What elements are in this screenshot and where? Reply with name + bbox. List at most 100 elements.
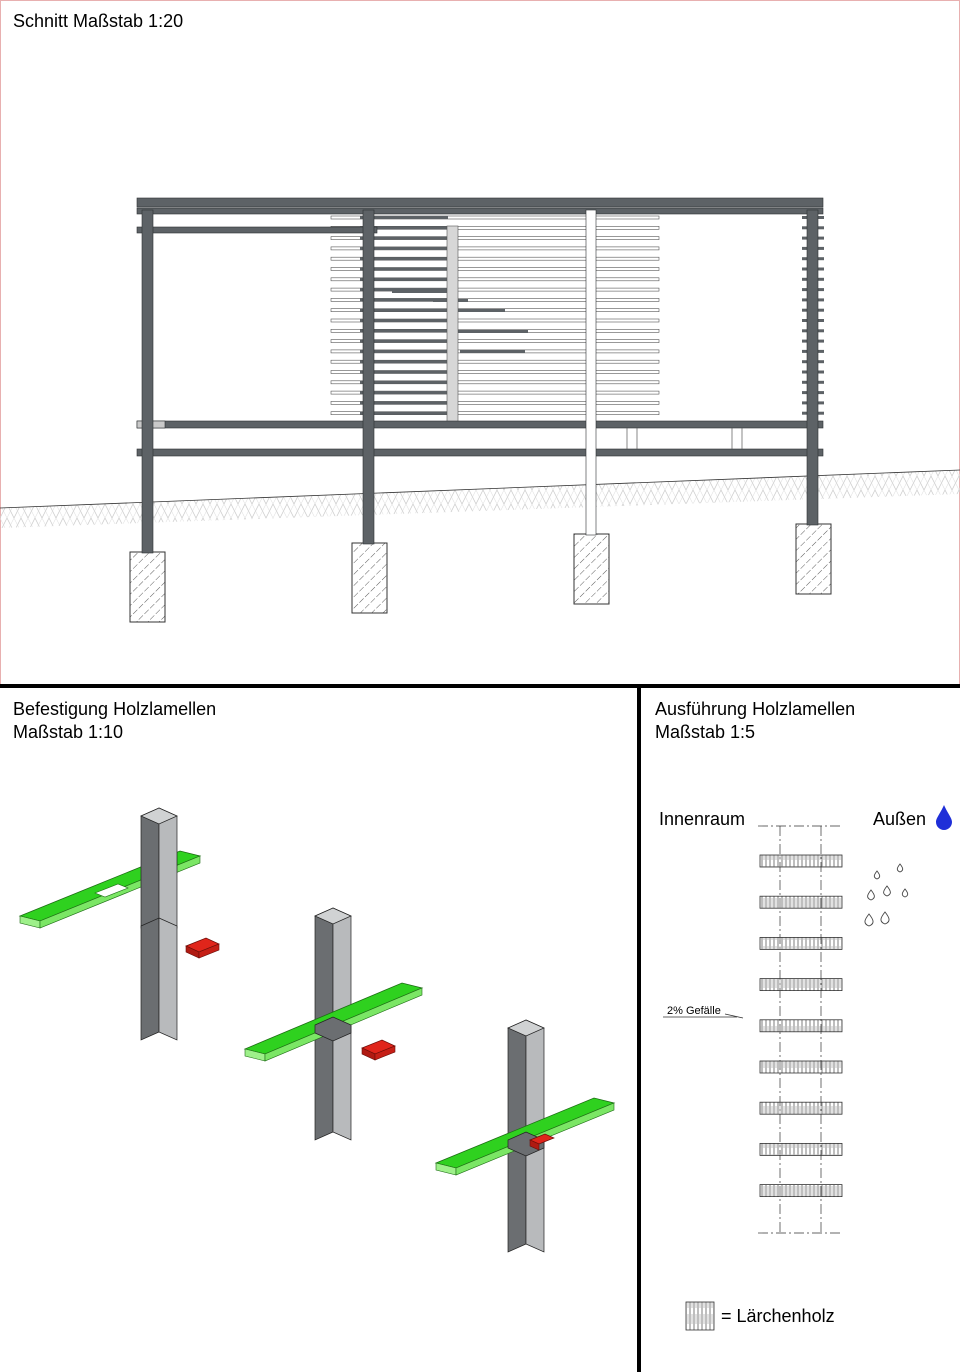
base-beam <box>136 448 824 457</box>
lamella <box>330 411 660 416</box>
lamella <box>330 318 660 323</box>
panel-divider-vertical <box>637 686 641 1372</box>
lamella-inner <box>360 370 448 374</box>
lamella-inner <box>360 246 448 250</box>
lamella <box>330 359 660 364</box>
execution-drawing <box>663 805 952 1331</box>
lamella-profile <box>759 1184 843 1198</box>
lamella-inner <box>360 380 448 384</box>
label-inside: Innenraum <box>659 809 746 829</box>
raindrop-icon <box>936 805 952 830</box>
lamella <box>330 236 660 240</box>
rain-drop <box>864 913 874 927</box>
lamella-profile <box>759 1142 843 1156</box>
lamella-connector <box>460 350 525 353</box>
lamella-connector <box>458 330 528 333</box>
rain-drop <box>883 885 891 897</box>
lamella <box>330 339 660 343</box>
lamella-connector <box>410 381 450 384</box>
foundation-3 <box>573 533 610 605</box>
lamella <box>330 287 660 292</box>
assembly-step-2 <box>243 907 424 1141</box>
lamella-connector <box>392 290 452 293</box>
column-1 <box>141 209 154 554</box>
floor-joists <box>626 428 743 449</box>
floor-beam <box>136 420 824 429</box>
lamella-inner <box>360 226 448 230</box>
rain-drop <box>880 911 890 925</box>
lamella <box>330 298 660 302</box>
foundation-4 <box>795 523 832 595</box>
panel-divider-horizontal <box>0 684 960 688</box>
execution-title-line1: Ausführung Holzlamellen <box>655 699 856 719</box>
rain-drop <box>873 870 881 880</box>
lamella-inner <box>360 411 448 415</box>
lamella-inner <box>360 236 448 240</box>
lamella-inner <box>360 319 448 322</box>
column-2 <box>362 209 375 545</box>
interior-partition <box>446 225 459 424</box>
foundations <box>129 523 832 623</box>
post-step-1-upper-front <box>140 807 160 929</box>
steel-frame <box>136 197 824 554</box>
assembly-step-3 <box>434 1019 616 1253</box>
lamella <box>330 215 660 220</box>
lamella-profile <box>759 895 843 909</box>
lamella-profile <box>759 936 843 950</box>
column-4 <box>806 209 819 526</box>
lamella-inner <box>360 391 448 395</box>
lamella-connector <box>455 309 505 312</box>
lamella-profiles <box>759 854 843 1198</box>
lamella-profile <box>759 1101 843 1115</box>
post-step-1-lower <box>140 917 160 1041</box>
lamella-inner <box>360 298 448 302</box>
lamella <box>330 380 660 385</box>
lamella-profile <box>759 1019 843 1033</box>
facade-lamellas <box>330 215 824 416</box>
ceiling-beam-left <box>136 226 378 234</box>
lamella-inner <box>360 257 448 261</box>
execution-title-line2: Maßstab 1:5 <box>655 722 756 742</box>
lamella-inner <box>360 360 448 364</box>
lamella-inner <box>360 329 448 333</box>
fastening-title-line1: Befestigung Holzlamellen <box>13 699 217 719</box>
foundation-2 <box>351 542 388 614</box>
lamella-inner <box>360 349 448 353</box>
lamella-inner <box>360 277 448 281</box>
lamella <box>330 256 660 261</box>
lamella-profile <box>759 978 843 992</box>
section-title: Schnitt Maßstab 1:20 <box>13 11 184 31</box>
column-3 <box>585 209 597 536</box>
foundation-1 <box>129 551 166 623</box>
assembly-step-1 <box>18 807 220 1041</box>
lamella-inner <box>360 401 448 405</box>
rain-drop <box>901 888 909 898</box>
legend-swatch <box>685 1301 715 1331</box>
label-outside: Außen <box>873 809 927 829</box>
ground-terrain <box>0 469 960 528</box>
lamella-inner <box>360 267 448 271</box>
section-drawing <box>0 0 960 685</box>
legend-text: = Lärchenholz <box>721 1306 835 1326</box>
rain-drops-icon <box>864 863 909 927</box>
lamella-inner <box>360 339 448 343</box>
lamella-profile <box>759 1060 843 1074</box>
lamella-inner <box>360 216 448 219</box>
lamella-profile <box>759 854 843 868</box>
lamella-inner <box>360 308 448 312</box>
fastening-drawing <box>18 807 616 1253</box>
fastening-title: Befestigung Holzlamellen Maßstab 1:10 <box>13 698 216 744</box>
lamella <box>330 277 660 282</box>
lamella <box>330 401 660 405</box>
rain-drop <box>896 863 904 873</box>
fastening-title-line2: Maßstab 1:10 <box>13 722 124 742</box>
slope-label: 2% Gefälle <box>667 1005 721 1017</box>
execution-title: Ausführung Holzlamellen Maßstab 1:5 <box>655 698 855 744</box>
rain-drop <box>867 889 875 901</box>
roof-beam <box>136 197 824 208</box>
lamella <box>330 246 660 251</box>
lamella <box>330 267 660 271</box>
lamella <box>330 390 660 395</box>
roof-beam-lower <box>136 207 824 215</box>
